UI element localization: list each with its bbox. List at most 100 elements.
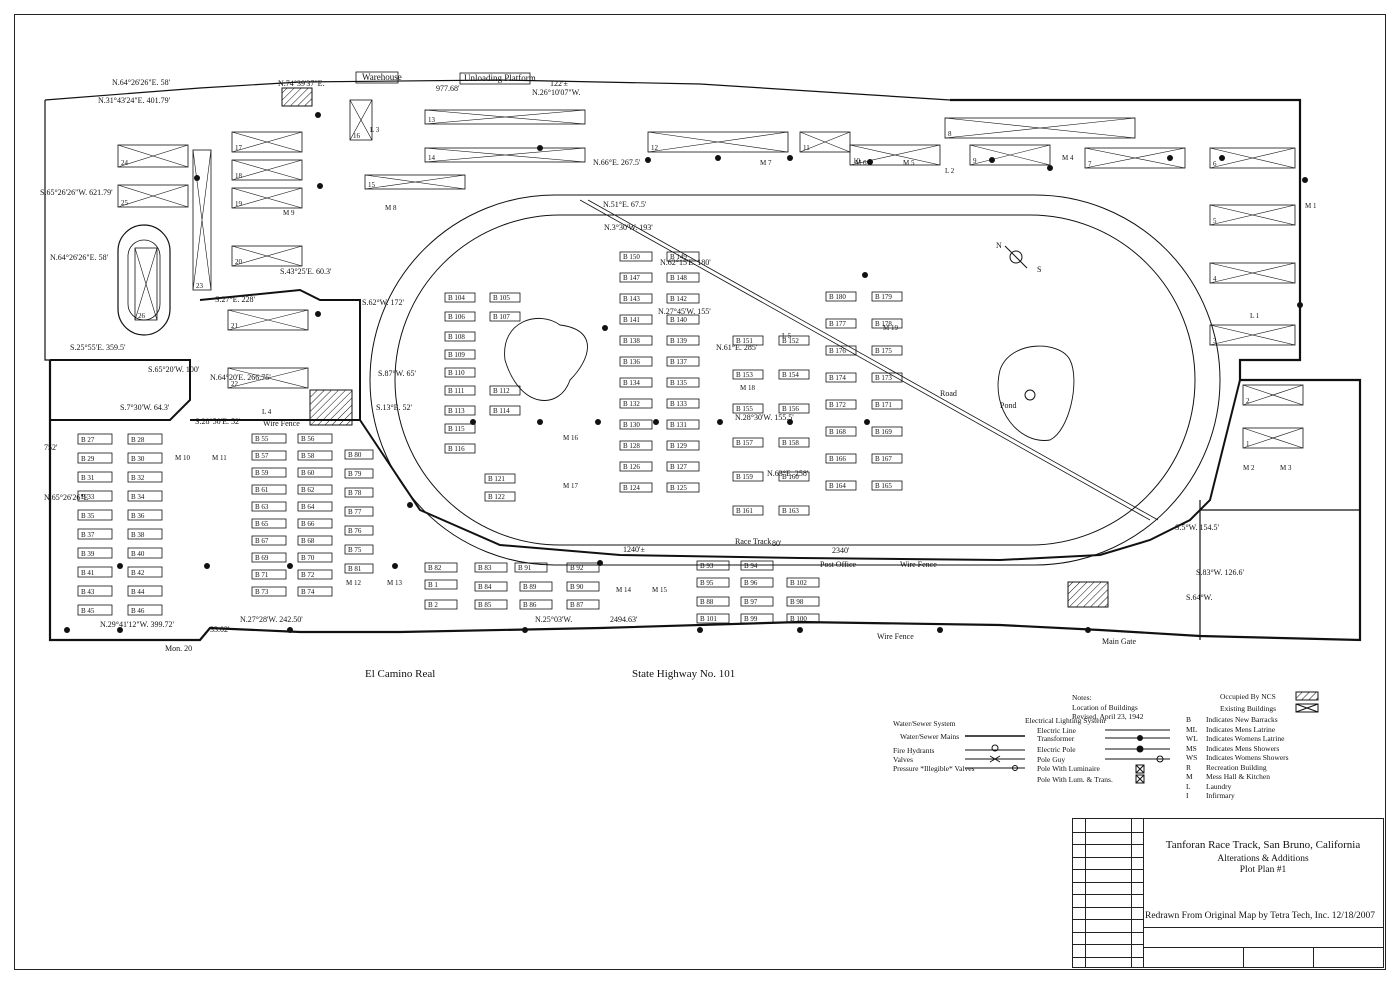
building xyxy=(251,484,287,495)
bearing-label: N.28°30'W. 155.5' xyxy=(735,413,794,422)
building-label: 15 xyxy=(368,181,376,189)
building-label: M 11 xyxy=(212,454,227,462)
building xyxy=(825,318,857,329)
building-label: B 43 xyxy=(81,588,95,596)
building-label: B 158 xyxy=(782,439,799,447)
building-label: B 165 xyxy=(875,482,892,490)
building-cross xyxy=(944,117,1136,139)
bearing-label: N.61°E. 285' xyxy=(716,343,758,352)
building xyxy=(444,311,476,322)
building xyxy=(127,490,163,502)
drawing-frame xyxy=(14,14,1386,970)
building xyxy=(77,452,113,464)
building-cross xyxy=(1209,204,1296,226)
building-label: B 40 xyxy=(131,550,145,558)
building-label: B 34 xyxy=(131,493,145,501)
building-label: 21 xyxy=(231,322,239,330)
building-label: B 171 xyxy=(875,401,892,409)
electric-pole-icon xyxy=(537,419,543,425)
building-label: B 111 xyxy=(448,387,465,395)
legend-electric-item: Pole With Lum. & Trans. xyxy=(1037,775,1113,784)
building xyxy=(344,449,374,460)
bearing-label: S.62°W. 172' xyxy=(362,298,404,307)
building-cross xyxy=(192,149,212,291)
legend-electric-item: Transformer xyxy=(1037,734,1075,743)
building xyxy=(227,309,309,331)
legend-hatch-swatch xyxy=(1295,691,1319,701)
building-label: B 164 xyxy=(829,482,846,490)
legend-occupied-label: Occupied By NCS xyxy=(1220,692,1276,701)
electric-pole-icon xyxy=(204,563,210,569)
building xyxy=(127,471,163,483)
building-label: B 159 xyxy=(736,473,753,481)
building xyxy=(424,599,458,610)
building-label: B 97 xyxy=(744,598,758,606)
building xyxy=(1209,147,1296,169)
electric-pole-icon xyxy=(717,419,723,425)
building xyxy=(871,453,903,464)
building xyxy=(1242,384,1304,406)
building-label: 22 xyxy=(231,380,239,388)
building-label: B 74 xyxy=(301,588,315,596)
building xyxy=(871,399,903,410)
building-label: B 155 xyxy=(736,405,753,413)
electric-pole-icon xyxy=(602,325,608,331)
building-label: B 108 xyxy=(448,333,465,341)
electric-pole-icon xyxy=(470,419,476,425)
electric-pole-icon xyxy=(287,627,293,633)
building xyxy=(77,490,113,502)
building-cross xyxy=(134,247,158,321)
building-label: B 143 xyxy=(623,295,640,303)
building xyxy=(444,423,476,434)
building-label: B 167 xyxy=(875,455,892,463)
building xyxy=(474,581,508,592)
building xyxy=(799,131,851,153)
building-label: B 176 xyxy=(829,347,846,355)
bearing-label: N.51°E. 67.5' xyxy=(603,200,647,209)
bearing-label: S.7°30'W. 64.3' xyxy=(120,403,170,412)
building-label: M 8 xyxy=(385,204,397,212)
bearing-label: 2494.63' xyxy=(610,615,638,624)
building-cross xyxy=(117,144,189,168)
building-label: B 148 xyxy=(670,274,687,282)
building xyxy=(825,480,857,491)
building-label: B 80 xyxy=(348,451,362,459)
building xyxy=(192,149,212,291)
building xyxy=(297,586,333,597)
unloading-platform-label: Unloading Platform xyxy=(464,73,536,83)
electric-pole-icon xyxy=(1302,177,1308,183)
building-label: M 9 xyxy=(283,209,295,217)
warehouse-label: Warehouse xyxy=(362,72,402,82)
building-label: B 96 xyxy=(744,579,758,587)
building xyxy=(969,144,1051,166)
building-label: B 41 xyxy=(81,569,95,577)
building xyxy=(666,335,700,346)
building xyxy=(619,461,653,472)
electric-pole-icon xyxy=(1219,155,1225,161)
building-label: B 85 xyxy=(478,601,492,609)
building-label: B 140 xyxy=(670,316,687,324)
building-label: B 121 xyxy=(488,475,505,483)
building-cross xyxy=(1209,147,1296,169)
building xyxy=(297,433,333,444)
legend-electric-item: Electric Pole xyxy=(1037,745,1076,754)
building xyxy=(666,356,700,367)
building xyxy=(117,144,189,168)
building-cross xyxy=(1242,427,1304,449)
building-label: B 84 xyxy=(478,583,492,591)
state-highway-label: State Highway No. 101 xyxy=(632,668,735,680)
legend-water-item: Valves xyxy=(893,755,913,764)
building-label: 1 xyxy=(1246,440,1250,448)
legend-key-desc: Mess Hall & Kitchen xyxy=(1206,772,1270,781)
building xyxy=(424,109,586,125)
building-cross xyxy=(1209,262,1296,284)
notes-heading: Notes: xyxy=(1072,693,1092,702)
building-label: B 157 xyxy=(736,439,753,447)
building xyxy=(825,426,857,437)
building-label: B 55 xyxy=(255,435,269,443)
building xyxy=(484,473,516,484)
bearing-label: N.64°20'E. 266.75' xyxy=(210,373,271,382)
building xyxy=(619,272,653,283)
building xyxy=(825,399,857,410)
